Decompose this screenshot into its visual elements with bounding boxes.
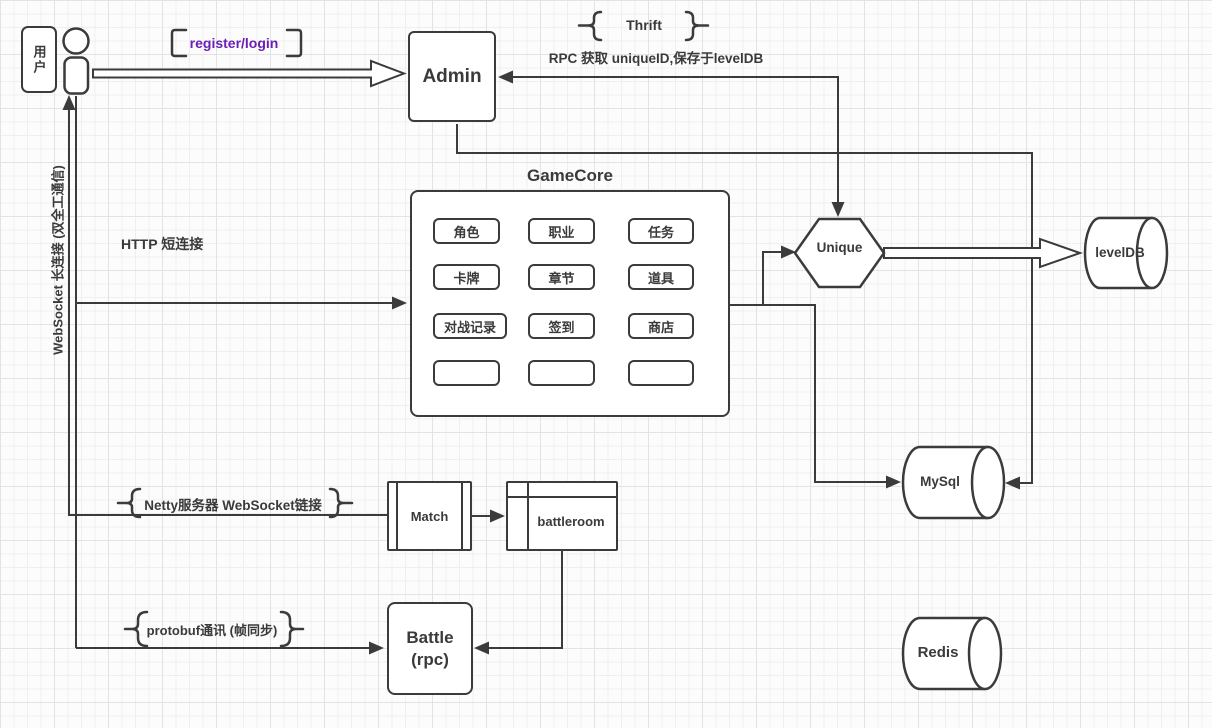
edge-admin-unique[interactable]: [498, 70, 845, 218]
protobuf-label[interactable]: protobuf通讯 (帧同步): [144, 620, 280, 639]
leveldb-label-text: levelDB: [1095, 245, 1145, 260]
netty-text: Netty服务器 WebSocket链接: [144, 498, 322, 513]
redis-label: Redis: [903, 644, 973, 661]
gamecore-cell-empty-3[interactable]: [628, 360, 694, 386]
battleroom-label: battleroom: [537, 513, 605, 529]
gamecore-cell-item[interactable]: 道具: [628, 264, 694, 290]
http-label[interactable]: HTTP 短连接: [121, 234, 203, 254]
thrift-label[interactable]: Thrift: [602, 17, 686, 33]
edge-gamecore-mysql[interactable]: [730, 304, 901, 489]
gamecore-cell-chapter[interactable]: 章节: [528, 264, 595, 290]
edge-user-battle-protobuf[interactable]: [76, 641, 384, 655]
leveldb-cylinder[interactable]: [1083, 216, 1169, 290]
unique-label-text: Unique: [816, 240, 863, 255]
gamecore-cell-empty-1[interactable]: [433, 360, 500, 386]
edge-user-gamecore-http[interactable]: [76, 296, 407, 310]
register-login-label[interactable]: register/login: [188, 35, 280, 51]
mysql-cylinder[interactable]: [901, 445, 1006, 520]
mysql-label-text: MySql: [920, 474, 960, 489]
admin-label: Admin: [422, 65, 482, 87]
admin-box[interactable]: Admin: [408, 31, 496, 122]
http-text: HTTP 短连接: [121, 236, 204, 252]
rpc-note-text: RPC 获取 uniqueID,保存于levelDB: [548, 51, 764, 66]
unique-hexagon[interactable]: [793, 217, 886, 289]
protobuf-braces: [123, 610, 305, 648]
gamecore-title: GameCore: [410, 166, 730, 186]
redis-cylinder[interactable]: [901, 616, 1003, 691]
user-box-label: 用户: [31, 44, 47, 75]
gamecore-title-text: GameCore: [527, 166, 613, 185]
unique-label: Unique: [797, 240, 882, 255]
battle-label-line2: (rpc): [411, 649, 449, 669]
leveldb-label: levelDB: [1085, 245, 1155, 260]
user-person-icon[interactable]: [62, 27, 90, 95]
match-inner-line-left: [396, 482, 398, 550]
gamecore-cell-empty-2[interactable]: [528, 360, 595, 386]
match-box[interactable]: Match: [387, 481, 472, 551]
gamecore-cell-role[interactable]: 角色: [433, 218, 500, 244]
match-inner-line-right: [461, 482, 463, 550]
gamecore-cell-signin[interactable]: 签到: [528, 313, 595, 339]
redis-label-text: Redis: [917, 644, 959, 661]
gamecore-cell-job[interactable]: 职业: [528, 218, 595, 244]
edge-match-battleroom[interactable]: [472, 509, 505, 523]
gamecore-cell-task[interactable]: 任务: [628, 218, 694, 244]
user-box[interactable]: 用户: [21, 26, 57, 93]
rpc-note-label[interactable]: RPC 获取 uniqueID,保存于levelDB: [545, 47, 767, 67]
register-login-text: register/login: [189, 35, 279, 51]
gamecore-cell-card[interactable]: 卡牌: [433, 264, 500, 290]
thrift-text: Thrift: [626, 17, 662, 33]
websocket-label[interactable]: WebSocket 长连接 (双全工通信): [48, 165, 67, 355]
websocket-text: WebSocket 长连接 (双全工通信): [50, 165, 66, 355]
thrift-braces: [577, 10, 710, 42]
edge-gamecore-unique[interactable]: [762, 245, 796, 306]
mysql-label: MySql: [905, 474, 975, 489]
battle-label-line1: Battle: [406, 628, 454, 648]
battleroom-inner-line-left: [527, 482, 529, 550]
gamecore-cell-shop[interactable]: 商店: [628, 313, 694, 339]
netty-braces: [116, 487, 354, 519]
register-login-brackets: [170, 28, 303, 58]
battleroom-inner-line-top: [507, 496, 617, 498]
edge-user-admin-register[interactable]: [92, 59, 407, 88]
edge-match-user-websocket[interactable]: [62, 95, 388, 516]
edge-admin-mysql[interactable]: [456, 124, 1033, 490]
netty-label[interactable]: Netty服务器 WebSocket链接: [138, 494, 328, 514]
edge-battleroom-battle[interactable]: [474, 551, 563, 655]
match-label: Match: [410, 508, 449, 524]
protobuf-text: protobuf通讯 (帧同步): [146, 623, 278, 638]
edge-unique-leveldb[interactable]: [883, 237, 1084, 269]
battleroom-box[interactable]: battleroom: [506, 481, 618, 551]
gamecore-cell-battlelog[interactable]: 对战记录: [433, 313, 507, 339]
battle-box[interactable]: Battle (rpc): [387, 602, 473, 695]
